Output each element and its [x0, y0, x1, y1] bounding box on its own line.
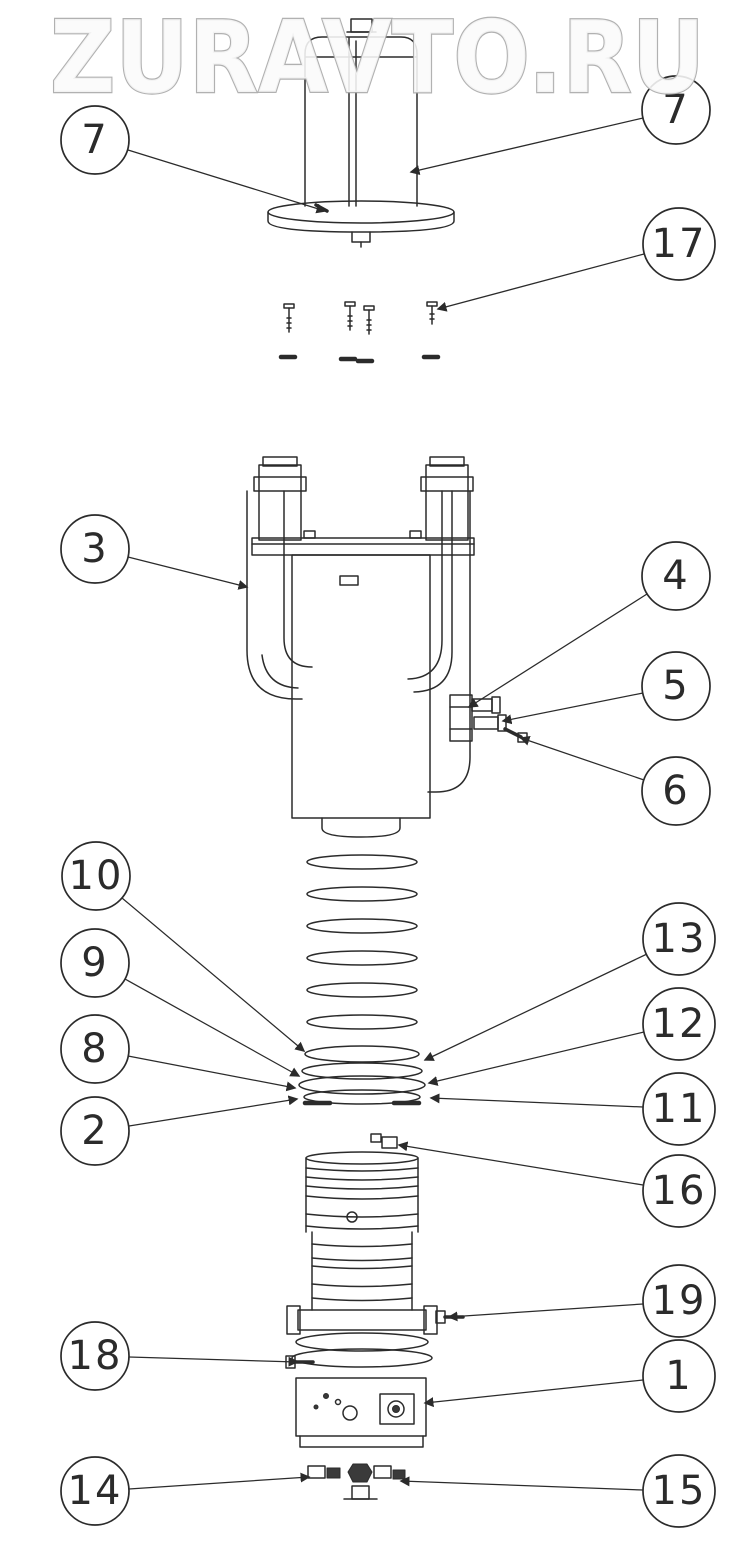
callout-12: 12: [427, 987, 716, 1086]
callout-balloon: [641, 651, 711, 721]
callout-label: 16: [652, 1168, 707, 1214]
leader-line: [127, 149, 327, 214]
leader-line: [423, 1379, 644, 1408]
leader-line: [519, 736, 645, 781]
callout-7-top-left: 7: [60, 105, 327, 214]
callout-label: 12: [652, 1001, 707, 1047]
callout-label: 15: [652, 1468, 707, 1514]
callout-label: 9: [81, 940, 108, 986]
callout-label: 8: [81, 1026, 108, 1072]
callout-label: 11: [652, 1086, 707, 1132]
part-mounting-screws: [278, 301, 441, 364]
callout-9: 9: [60, 928, 301, 1077]
leader-line: [121, 897, 306, 1052]
callout-label: 5: [662, 663, 689, 709]
leader-line: [127, 556, 249, 590]
callout-balloon: [60, 928, 130, 998]
callout-balloon: [60, 1321, 130, 1391]
callout-balloon: [641, 75, 711, 145]
callout-label: 1: [665, 1353, 692, 1399]
callout-label: 18: [68, 1333, 123, 1379]
callout-label: 13: [652, 916, 707, 962]
callout-balloon: [60, 1096, 130, 1166]
callout-label: 19: [652, 1278, 707, 1324]
callout-balloon: [641, 541, 711, 611]
callout-balloon: [642, 902, 716, 976]
callout-label: 7: [662, 87, 689, 133]
callout-label: 2: [81, 1108, 108, 1154]
leader-line: [127, 1055, 297, 1092]
callout-6: 6: [519, 736, 711, 826]
callout-10: 10: [61, 841, 306, 1052]
leader-line: [128, 1472, 311, 1490]
part-manifold-assembly: [246, 456, 528, 838]
callout-19: 19: [447, 1264, 716, 1338]
leader-line: [436, 253, 645, 312]
callout-13: 13: [423, 902, 716, 1061]
callout-2: 2: [60, 1095, 299, 1166]
callout-balloon: [642, 207, 716, 281]
leader-line: [128, 1095, 299, 1127]
callout-balloon: [642, 1154, 716, 1228]
callout-balloon: [641, 756, 711, 826]
callout-label: 6: [662, 768, 689, 814]
callout-4: 4: [467, 541, 711, 708]
callout-8: 8: [60, 1014, 297, 1092]
callout-1: 1: [423, 1339, 716, 1413]
leader-line: [397, 1141, 644, 1186]
callout-5: 5: [501, 651, 711, 725]
callout-label: 3: [81, 526, 108, 572]
callout-balloon: [60, 105, 130, 175]
callout-balloon: [642, 1264, 716, 1338]
callout-14: 14: [60, 1456, 311, 1526]
callout-15: 15: [399, 1454, 716, 1528]
leader-line: [128, 1356, 299, 1367]
callout-balloon: [60, 1014, 130, 1084]
callout-balloon: [642, 1454, 716, 1528]
leader-line: [409, 117, 644, 175]
leader-line: [427, 1031, 645, 1086]
leader-line: [467, 593, 648, 708]
leader-line: [423, 953, 648, 1061]
callout-balloon: [61, 841, 131, 911]
leader-line: [429, 1093, 644, 1108]
callout-balloon: [60, 514, 130, 584]
part-pump-barrel: [285, 1133, 465, 1500]
callout-18: 18: [60, 1321, 299, 1391]
callout-label: 17: [652, 221, 707, 267]
leader-line: [124, 978, 301, 1077]
callout-16: 16: [397, 1141, 716, 1228]
callout-balloon: [642, 987, 716, 1061]
callout-label: 14: [68, 1468, 123, 1514]
leader-line: [447, 1303, 644, 1322]
leader-line: [501, 692, 644, 725]
callout-label: 4: [662, 553, 689, 599]
callout-11: 11: [429, 1072, 716, 1146]
callout-label: 7: [81, 117, 108, 163]
callout-balloon: [642, 1072, 716, 1146]
callout-7-top-right: 7: [409, 75, 711, 175]
leader-line: [399, 1476, 644, 1491]
part-seal-ring-stack: [298, 854, 426, 1106]
callout-balloon: [60, 1456, 130, 1526]
callout-balloon: [642, 1339, 716, 1413]
watermark-text: ZURAVTO.RU: [50, 0, 705, 116]
callout-label: 10: [69, 853, 124, 899]
drawing-linework: 7 7 17 3 4 5 6: [60, 18, 716, 1528]
callout-3: 3: [60, 514, 249, 590]
callout-17: 17: [436, 207, 716, 312]
